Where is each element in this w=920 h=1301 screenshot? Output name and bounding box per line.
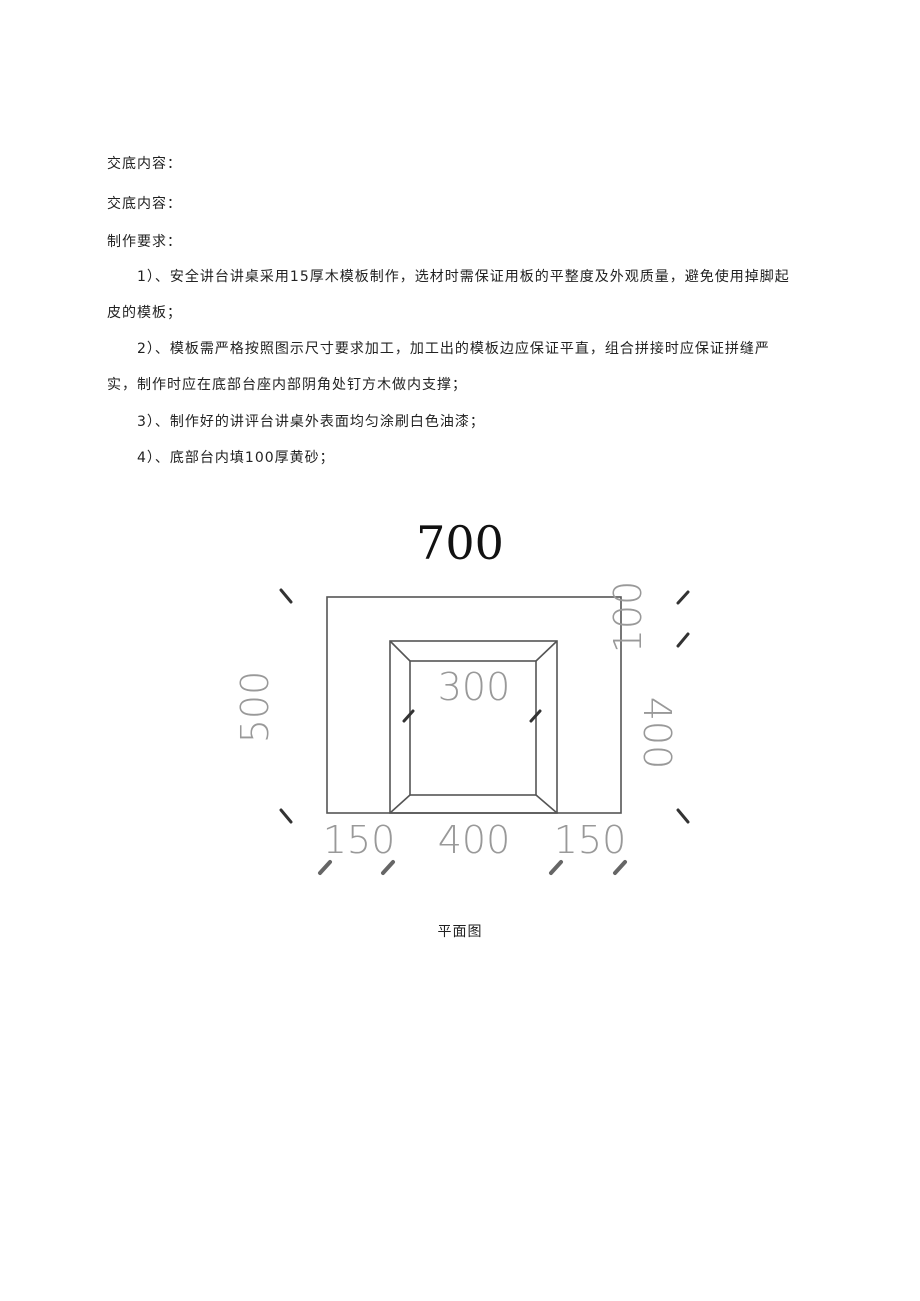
dim-300: 300 xyxy=(438,665,511,709)
dim-400-vertical: 400 xyxy=(635,697,679,770)
text-line-2: 交底内容： xyxy=(107,196,182,212)
dim-150-right: 150 xyxy=(554,818,627,862)
tick-mark xyxy=(402,709,415,723)
requirement-1: 1）、安全讲台讲桌采用15厚木模板制作，选材时需保证用板的平整度及外观质量，避免… xyxy=(137,269,790,285)
dim-500: 500 xyxy=(233,671,277,744)
requirement-1-cont: 皮的模板； xyxy=(107,305,182,321)
requirement-3: 3）、制作好的讲评台讲桌外表面均匀涂刷白色油漆； xyxy=(137,414,485,430)
tick-mark xyxy=(613,860,627,875)
dimension-overall-width: 700 xyxy=(416,516,504,570)
text-line-1: 交底内容： xyxy=(107,156,182,172)
dim-150-left: 150 xyxy=(323,818,396,862)
requirement-2-cont: 实，制作时应在底部台座内部阴角处钉方木做内支撑； xyxy=(107,377,467,393)
tick-mark xyxy=(676,632,690,648)
tick-mark xyxy=(279,808,293,824)
tick-mark xyxy=(676,590,690,605)
tick-mark xyxy=(549,860,563,875)
requirement-4: 4）、底部台内填100厚黄砂； xyxy=(137,450,335,466)
text-line-heading: 制作要求： xyxy=(107,234,182,250)
tick-mark xyxy=(279,588,293,604)
inner-frame-inner xyxy=(409,660,537,796)
tick-mark xyxy=(318,860,332,875)
tick-mark xyxy=(676,808,690,824)
dim-100: 100 xyxy=(606,581,650,654)
tick-mark xyxy=(381,860,395,875)
tick-mark xyxy=(529,709,542,723)
dim-400-bottom: 400 xyxy=(438,818,511,862)
requirement-2: 2）、模板需严格按照图示尺寸要求加工，加工出的模板边应保证平直，组合拼接时应保证… xyxy=(137,341,770,357)
figure-caption: 平面图 xyxy=(437,924,483,940)
inner-frame-outer xyxy=(389,640,558,814)
